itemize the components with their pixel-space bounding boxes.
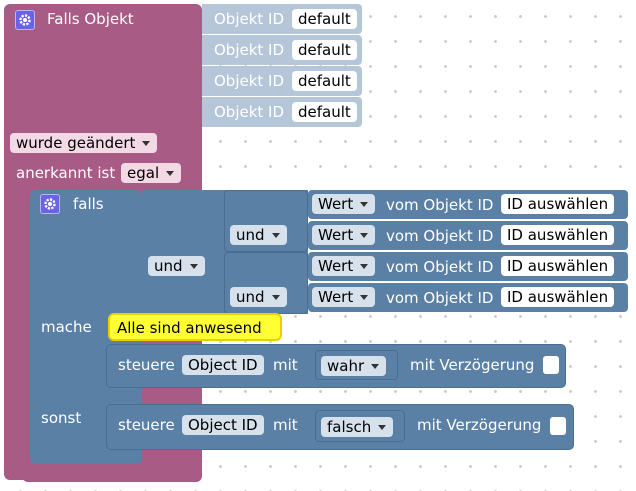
from-object-label: vom Objekt ID [386, 258, 494, 276]
comment-bubble[interactable] [108, 313, 282, 341]
object-id-label: Objekt ID [214, 41, 285, 59]
value-type-dropdown[interactable]: Wert [312, 256, 376, 276]
do-action-object[interactable]: Object ID [182, 355, 264, 375]
ack-label: anerkannt ist [16, 164, 116, 182]
value-type-dropdown[interactable]: Wert [312, 194, 376, 214]
object-id-selector[interactable]: ID auswählen [501, 256, 615, 276]
else-value-dropdown[interactable]: falsch [321, 417, 394, 437]
object-id-selector[interactable]: ID auswählen [501, 287, 615, 307]
do-value-slot [315, 350, 398, 380]
else-action-with: mit [273, 416, 298, 434]
else-delay-label: mit Verzögerung [417, 416, 542, 434]
else-action-verb: steuere [118, 416, 175, 434]
object-id-value[interactable]: default [292, 40, 357, 60]
from-object-label: vom Objekt ID [386, 227, 494, 245]
outer-operator-dropdown[interactable]: und [148, 256, 205, 276]
object-id-label: Objekt ID [214, 72, 285, 90]
else-delay-checkbox[interactable] [550, 417, 566, 435]
inner-operator-dropdown-1[interactable]: und [230, 225, 287, 245]
do-value-dropdown[interactable]: wahr [321, 356, 387, 376]
from-object-label: vom Objekt ID [386, 289, 494, 307]
if-label: falls [73, 195, 104, 213]
do-delay-checkbox[interactable] [543, 356, 559, 374]
object-id-value[interactable]: default [292, 102, 357, 122]
object-id-label: Objekt ID [214, 103, 285, 121]
object-id-label: Objekt ID [214, 10, 285, 28]
do-action-verb: steuere [118, 356, 175, 374]
gear-icon[interactable] [15, 10, 35, 30]
else-action-object[interactable]: Object ID [182, 415, 264, 435]
value-type-dropdown[interactable]: Wert [312, 225, 376, 245]
comment-text: Alle sind anwesend [117, 319, 262, 337]
value-type-dropdown[interactable]: Wert [312, 287, 376, 307]
do-action-with: mit [273, 356, 298, 374]
do-delay-label: mit Verzögerung [410, 356, 535, 374]
inner-logic-block-1[interactable] [224, 190, 308, 252]
object-id-selector[interactable]: ID auswählen [501, 225, 615, 245]
trigger-block-bottom-tab [22, 466, 202, 482]
condition-dropdown[interactable]: wurde geändert [10, 133, 158, 153]
object-id-value[interactable]: default [292, 71, 357, 91]
trigger-title: Falls Objekt [47, 10, 134, 28]
inner-operator-dropdown-2[interactable]: und [230, 287, 287, 307]
else-value-slot [315, 410, 405, 442]
gear-icon[interactable] [40, 194, 60, 214]
object-id-value[interactable]: default [292, 9, 357, 29]
ack-dropdown[interactable]: egal [121, 163, 182, 183]
else-label: sonst [41, 409, 82, 427]
do-label: mache [41, 318, 92, 336]
from-object-label: vom Objekt ID [386, 196, 494, 214]
object-id-selector[interactable]: ID auswählen [501, 194, 615, 214]
